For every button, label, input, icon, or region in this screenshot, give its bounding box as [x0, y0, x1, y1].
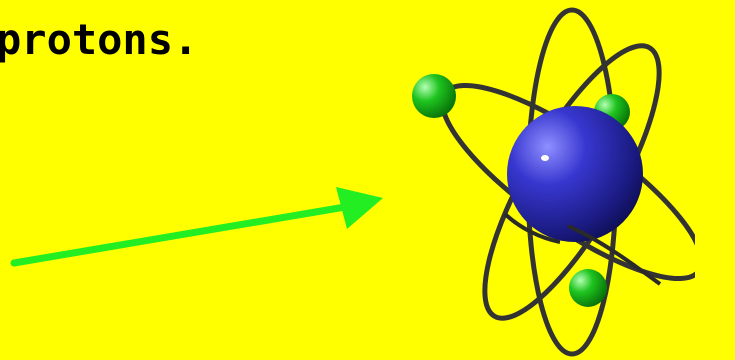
electron-left: [412, 74, 456, 118]
arrow-right-icon: [0, 0, 400, 300]
nucleus-highlight: [541, 155, 549, 161]
nucleus: [507, 106, 643, 242]
electron-bottom: [569, 269, 607, 307]
atom-icon: [395, 0, 695, 360]
